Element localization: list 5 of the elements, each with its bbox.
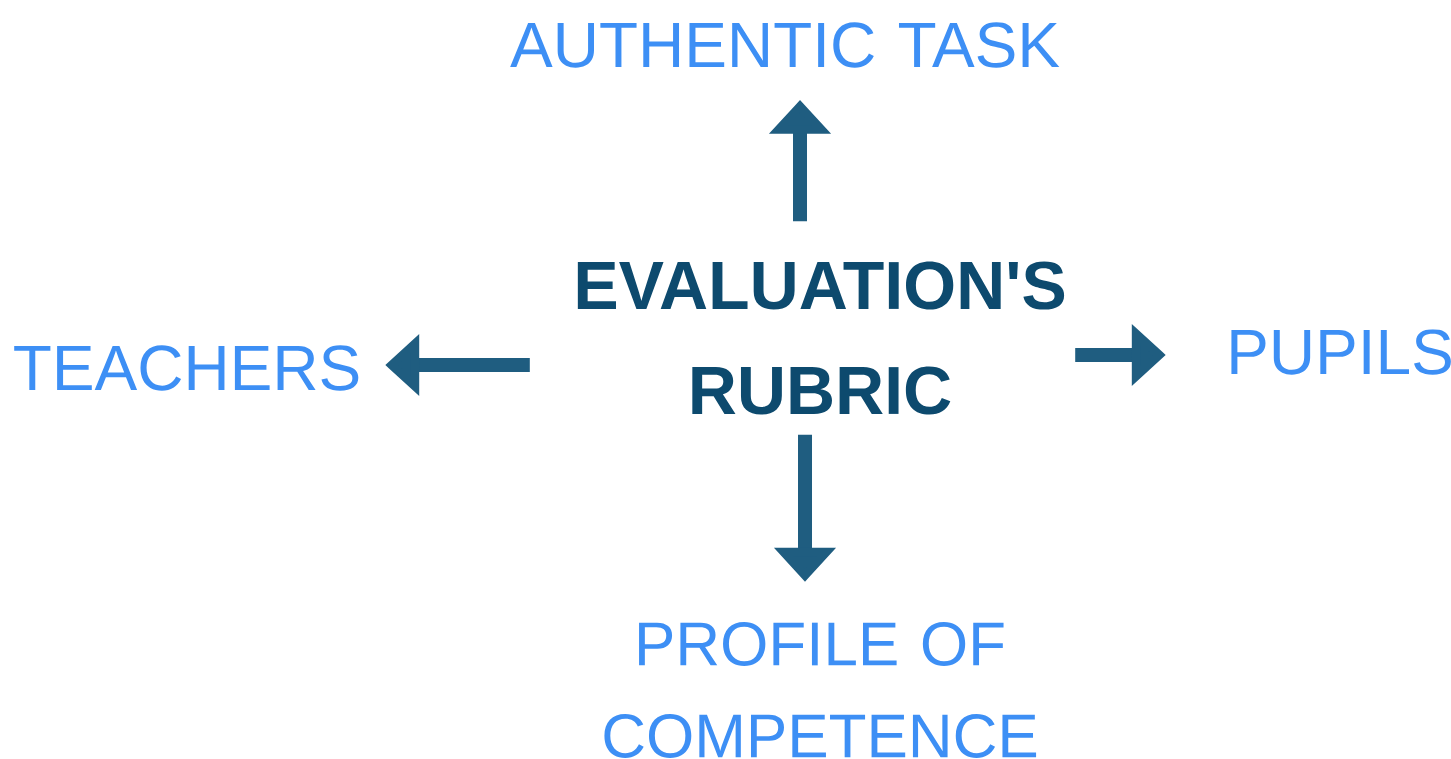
- label-text: AUTHENTIC TASK: [510, 22, 1060, 68]
- title-text: EVALUATION'S RUBRIC: [577, 261, 1065, 415]
- label-text: PUPILS: [1231, 329, 1451, 375]
- label-text: PROFILE OF COMPETENCE: [604, 622, 1037, 758]
- label-text: TEACHERS: [14, 345, 359, 391]
